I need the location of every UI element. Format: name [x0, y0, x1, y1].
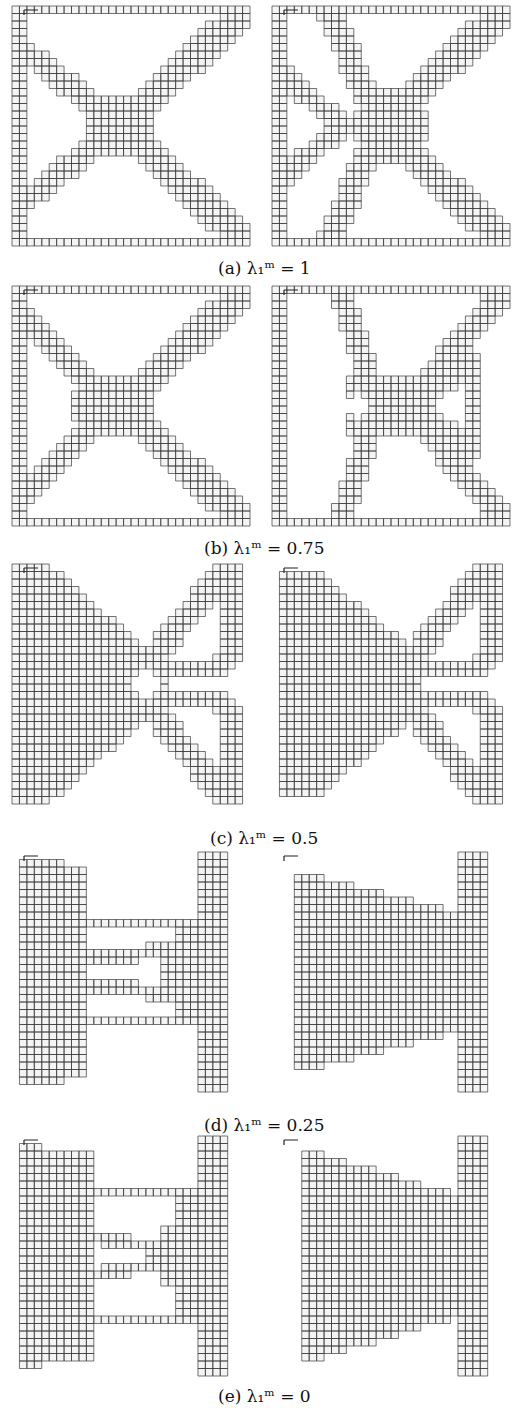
mesh-topology	[272, 286, 510, 526]
subfigure-caption: (d) λ₁ᵐ = 0.25	[202, 1115, 326, 1135]
mesh-topology	[19, 1136, 227, 1376]
mesh-topology	[12, 564, 243, 804]
subfigure-caption: (e) λ₁ᵐ = 0	[216, 1386, 313, 1406]
mesh-topology	[279, 564, 502, 804]
mesh-topology	[12, 286, 250, 526]
axis-triad	[284, 568, 298, 573]
axis-triad	[24, 568, 38, 573]
axis-triad	[24, 856, 38, 861]
mesh-topology	[294, 852, 487, 1092]
axis-triad	[284, 10, 298, 15]
axis-triad	[284, 290, 298, 295]
axis-triad	[24, 1140, 38, 1145]
axis-triad	[284, 1140, 298, 1145]
subfigure-caption: (c) λ₁ᵐ = 0.5	[208, 828, 320, 848]
mesh-topology	[272, 6, 510, 246]
subfigure-caption: (a) λ₁ᵐ = 1	[216, 258, 313, 278]
axis-triad	[24, 290, 38, 295]
mesh-topology	[302, 1136, 488, 1376]
subfigure-caption: (b) λ₁ᵐ = 0.75	[202, 538, 326, 558]
mesh-topology	[12, 6, 250, 246]
mesh-topology	[19, 852, 227, 1092]
axis-triad	[284, 856, 298, 861]
axis-triad	[24, 10, 38, 15]
